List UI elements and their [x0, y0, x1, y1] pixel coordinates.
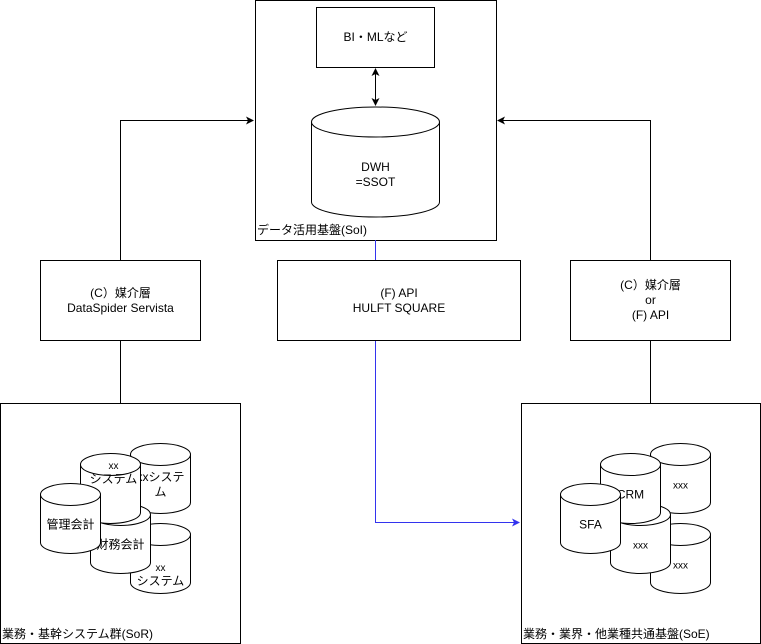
cylinder-label: 管理会計	[46, 517, 94, 532]
center-node-line-2: HULFT SQUARE	[353, 301, 445, 315]
sor-label: 業務・基幹システム群(SoR)	[2, 626, 153, 641]
cylinder-label: xxx	[633, 541, 648, 552]
dwh-cylinder[interactable]: DWH =SSOT	[311, 106, 440, 218]
soi-container: データ活用基盤(SoI) BI・MLなど DWH =SSOT	[255, 0, 497, 241]
cylinder-label: システム	[90, 472, 138, 486]
sor-system-cylinder[interactable]: 管理会計	[40, 483, 101, 554]
cylinder-label: xxx	[673, 481, 688, 492]
soi-label: データ活用基盤(SoI)	[257, 222, 367, 237]
cylinder-label: xxシステ	[136, 470, 184, 484]
left-mediation-node[interactable]: (C）媒介層 DataSpider Servista	[40, 260, 201, 341]
sor-container: 業務・基幹システム群(SoR) xxシステムxxシステム財務会計xxシステム管理…	[0, 403, 241, 644]
cylinder-label: システム	[137, 574, 185, 588]
cylinder-label: CRM	[617, 488, 644, 502]
center-node-line-1: (F) API	[380, 286, 417, 300]
left-node-line-2: DataSpider Servista	[67, 301, 174, 315]
center-api-node[interactable]: (F) API HULFT SQUARE	[277, 260, 521, 341]
right-to-soi-connector	[497, 116, 651, 260]
cylinder-label: 財務会計	[96, 537, 144, 552]
left-node-line-1: (C）媒介層	[90, 286, 151, 300]
cylinder-label: xx	[109, 461, 119, 472]
left-to-soi-connector	[120, 116, 254, 260]
cylinder-label: xx	[156, 563, 166, 574]
cylinder-label: ム	[154, 485, 166, 499]
cylinder-label: xxx	[673, 561, 688, 572]
right-node-line-3: (F) API	[632, 308, 669, 322]
soe-label: 業務・業界・他業種共通基盤(SoE)	[523, 627, 710, 641]
right-node-line-2: or	[645, 293, 656, 307]
right-node-line-1: (C）媒介層	[620, 278, 681, 292]
dwh-label-2: =SSOT	[356, 175, 396, 189]
soe-system-cylinder[interactable]: SFA	[560, 483, 621, 554]
bi-ml-label: BI・MLなど	[343, 30, 407, 44]
right-mediation-node[interactable]: (C）媒介層 or (F) API	[570, 260, 731, 341]
cylinder-label: SFA	[579, 518, 602, 532]
center-to-soe-connector	[375, 340, 520, 527]
bi-ml-node[interactable]: BI・MLなど	[316, 7, 435, 68]
dwh-label-1: DWH	[361, 160, 390, 174]
